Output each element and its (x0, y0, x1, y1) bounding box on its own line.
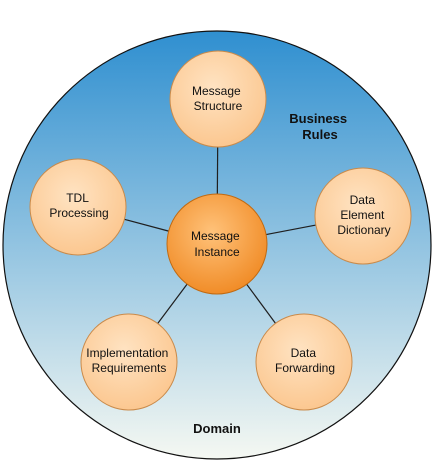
node-label-implementation-requirements: Implementation Requirements (86, 346, 171, 375)
edge-message-instance-to-data-forwarding (246, 283, 276, 324)
business-rules-label: Business Rules (289, 111, 350, 142)
node-label-line: Data (350, 193, 376, 207)
node-message-instance: Message Instance (166, 193, 268, 295)
node-label-line: Data (291, 346, 317, 360)
node-label-line: Instance (194, 245, 240, 259)
node-label-line: Forwarding (275, 361, 335, 375)
node-label-line: Element (340, 208, 385, 222)
node-label-message-structure: Message Structure (192, 84, 244, 113)
node-label-line: TDL (66, 191, 89, 205)
node-label-data-element-dictionary: Data Element Dictionary (337, 193, 390, 237)
node-label-message-instance: Message Instance (191, 229, 243, 259)
node-circle-tdl-processing (29, 158, 127, 256)
node-label-line: Structure (194, 99, 243, 113)
edge-message-instance-to-data-element-dictionary (265, 224, 316, 236)
node-circle-implementation-requirements (80, 313, 178, 411)
node-label-data-forwarding: Data Forwarding (275, 346, 335, 375)
node-circle-data-element-dictionary (314, 167, 412, 265)
node-implementation-requirements: Implementation Requirements (80, 313, 178, 411)
node-label-line: Requirements (92, 361, 167, 375)
node-label-line: Dictionary (337, 223, 390, 237)
node-label-line: Processing (49, 206, 108, 220)
node-circle-message-instance (166, 193, 268, 295)
node-tdl-processing: TDL Processing (29, 158, 127, 256)
node-message-structure: Message Structure (169, 50, 267, 148)
edge-message-instance-to-implementation-requirements (157, 283, 188, 324)
edge-message-instance-to-tdl-processing (124, 218, 169, 232)
node-data-forwarding: Data Forwarding (255, 313, 353, 411)
node-circle-data-forwarding (255, 313, 353, 411)
node-label-line: Message (192, 84, 241, 98)
node-label-tdl-processing: TDL Processing (49, 191, 108, 220)
node-data-element-dictionary: Data Element Dictionary (314, 167, 412, 265)
diagram-edges (124, 146, 316, 324)
business-rules-label-line: Rules (302, 127, 337, 142)
business-rules-label-line: Business (289, 111, 347, 126)
domain-label: Domain (193, 421, 241, 436)
node-circle-message-structure (169, 50, 267, 148)
node-label-line: Message (191, 229, 240, 243)
domain-label-line: Domain (193, 421, 241, 436)
node-label-line: Implementation (86, 346, 168, 360)
